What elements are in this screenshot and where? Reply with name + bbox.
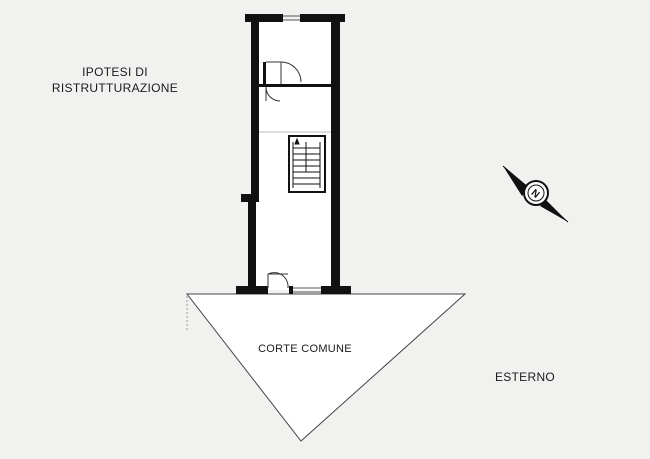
exterior-walls xyxy=(236,14,351,294)
bottom-window xyxy=(293,287,321,293)
outside-label: ESTERNO xyxy=(494,370,556,384)
drawing-title: IPOTESI DI RISTRUTTURAZIONE xyxy=(30,64,200,96)
staircase xyxy=(288,135,326,193)
compass-north-icon xyxy=(502,165,569,223)
courtyard-area xyxy=(185,293,467,442)
title-line-1: IPOTESI DI xyxy=(82,65,148,79)
bathroom-door xyxy=(266,61,302,84)
bathroom-walls xyxy=(259,62,331,87)
title-line-2: RISTRUTTURAZIONE xyxy=(51,81,179,95)
inner-door xyxy=(265,86,281,102)
courtyard-label: CORTE COMUNE xyxy=(258,343,352,355)
top-window xyxy=(283,15,300,21)
entrance-door xyxy=(267,272,289,289)
